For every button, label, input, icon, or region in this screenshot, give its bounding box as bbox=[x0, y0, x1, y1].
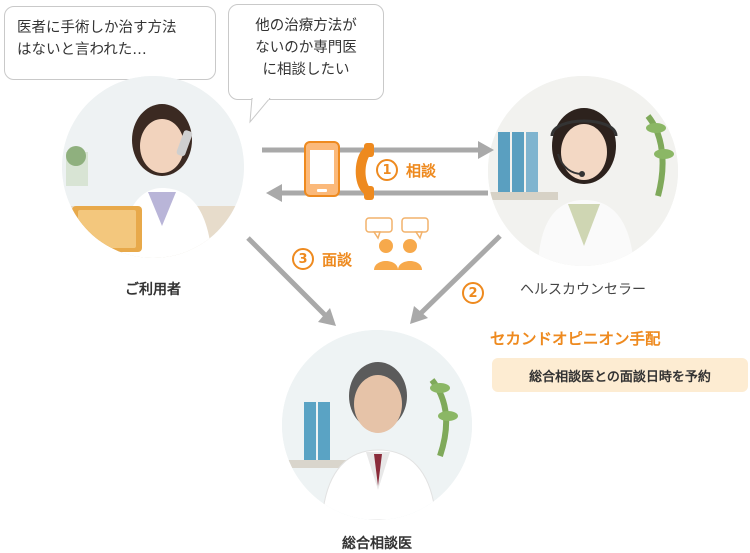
step-number: 3 bbox=[292, 248, 314, 270]
bubble-text-line: 他の治療方法が bbox=[255, 18, 357, 34]
step-number: 2 bbox=[462, 282, 484, 304]
speech-bubble-user-wish: 他の治療方法が ないのか専門医 に相談したい bbox=[228, 4, 384, 100]
arrow-to-user bbox=[266, 184, 488, 202]
bubble-text-line: はないと言われた… bbox=[17, 42, 147, 58]
arrow-counselor-to-doctor bbox=[410, 234, 502, 324]
arrow-to-counselor bbox=[262, 141, 494, 159]
meeting-people-icon bbox=[365, 217, 429, 270]
doctor-label: 総合相談医 bbox=[342, 536, 412, 552]
arrow-user-to-doctor bbox=[246, 236, 336, 326]
counselor-photo bbox=[488, 76, 678, 266]
second-opinion-title: セカンドオピニオン手配 bbox=[490, 330, 661, 348]
second-opinion-description: 総合相談医との面談日時を予約 bbox=[492, 358, 748, 392]
bubble-text-line: ないのか専門医 bbox=[255, 40, 357, 56]
speech-bubble-user: 医者に手術しか治す方法 はないと言われた… bbox=[4, 6, 216, 80]
bubble-text-line: に相談したい bbox=[262, 62, 350, 78]
phone-handset-icon bbox=[355, 143, 374, 200]
doctor-photo bbox=[282, 330, 472, 520]
step-label: 面談 bbox=[322, 250, 353, 269]
smartphone-icon bbox=[304, 141, 340, 197]
counselor-label: ヘルスカウンセラー bbox=[520, 282, 646, 298]
step-consult: 1 相談 bbox=[376, 159, 436, 181]
user-label: ご利用者 bbox=[125, 282, 181, 298]
bubble-text-line: 医者に手術しか治す方法 bbox=[17, 20, 177, 36]
step-label: 相談 bbox=[406, 161, 437, 180]
step-number: 1 bbox=[376, 159, 398, 181]
step-second-opinion: 2 bbox=[462, 282, 484, 304]
user-photo bbox=[62, 76, 244, 258]
step-interview: 3 面談 bbox=[292, 248, 352, 270]
bubble-tail bbox=[249, 98, 271, 124]
